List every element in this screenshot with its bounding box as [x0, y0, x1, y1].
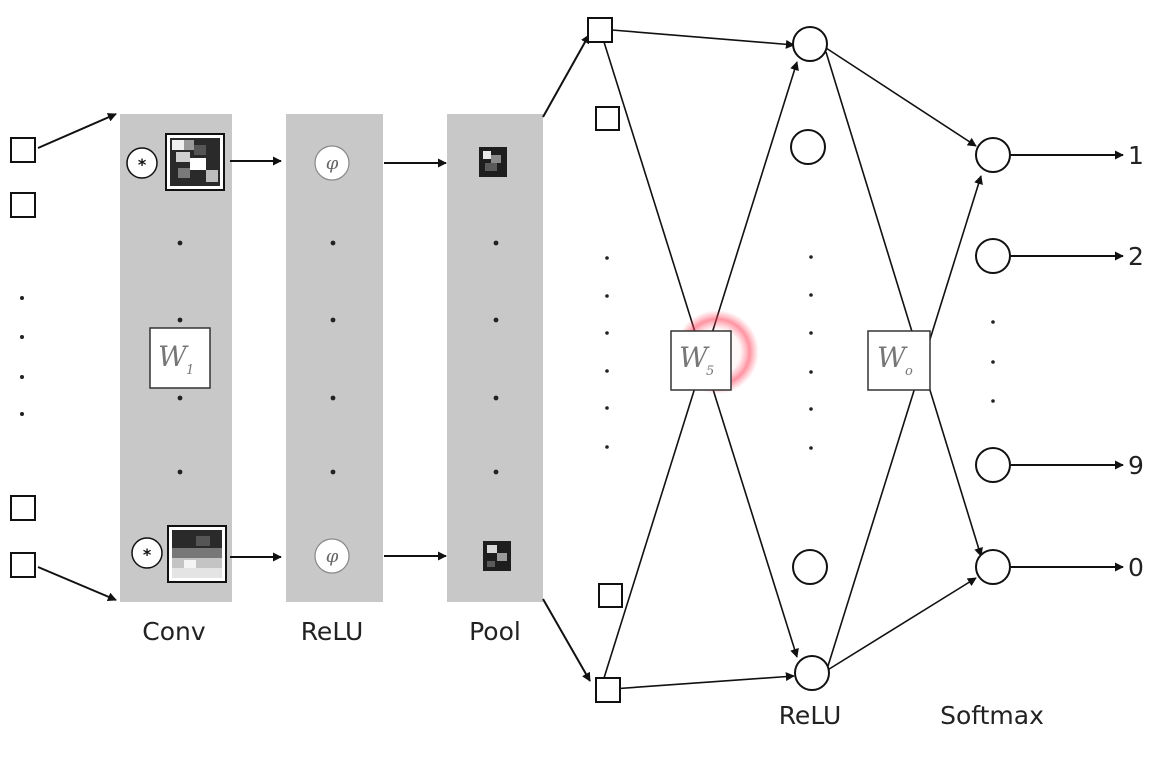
svg-text:W: W [679, 341, 710, 374]
pool-to-flatten-arrows [542, 34, 591, 682]
input-node [10, 495, 36, 521]
hidden-node [794, 655, 830, 691]
flatten-node [598, 583, 623, 608]
output-label-0: 0 [1128, 553, 1144, 582]
input-ellipsis [20, 296, 24, 416]
output-ellipsis [991, 320, 995, 403]
softmax-label: Softmax [940, 701, 1044, 730]
relu-to-pool-arrows [384, 158, 447, 561]
output-node [975, 137, 1011, 173]
relu-activation-bottom: φ [314, 538, 350, 574]
pool-ellipsis [493, 240, 499, 475]
conv-to-relu-arrows [230, 156, 282, 562]
pool-stage-panel [447, 114, 543, 602]
relu-activation-top: φ [314, 145, 350, 181]
dense-connections-wo [825, 47, 983, 672]
output-node [975, 549, 1011, 585]
svg-text:5: 5 [706, 364, 714, 379]
conv-label: Conv [142, 617, 206, 646]
pool-label: Pool [469, 617, 521, 646]
input-node [10, 552, 36, 578]
hidden-node [792, 26, 828, 62]
flatten-layer [587, 17, 623, 703]
flatten-node [595, 106, 620, 131]
conv-filter-image-top [165, 133, 225, 191]
flatten-node [595, 677, 621, 703]
svg-text:1: 1 [186, 363, 194, 378]
output-layer [975, 137, 1011, 585]
conv-ellipsis [177, 240, 183, 475]
hidden-layer [790, 26, 830, 691]
flatten-node [587, 17, 613, 43]
relu-conv-label: ReLU [301, 617, 364, 646]
svg-text:*: * [138, 155, 147, 174]
conv-operator-top: * [126, 147, 158, 179]
hidden-ellipsis [809, 255, 813, 450]
output-node [975, 447, 1011, 483]
input-node [10, 192, 36, 218]
input-layer [10, 137, 36, 578]
output-class-labels: 1 2 9 0 [1128, 141, 1144, 582]
svg-text:φ: φ [326, 546, 339, 567]
pool-map-bottom [483, 541, 511, 571]
svg-text:W: W [877, 341, 908, 374]
input-node [10, 137, 36, 163]
relu-stage-panel [286, 114, 383, 602]
output-label-2: 2 [1128, 242, 1144, 271]
input-arrows [37, 113, 117, 601]
output-label-9: 9 [1128, 451, 1144, 480]
conv-operator-bottom: * [131, 537, 163, 569]
output-arrows [1011, 150, 1124, 572]
svg-text:φ: φ [326, 153, 339, 174]
relu-hidden-label: ReLU [779, 701, 842, 730]
hidden-node [792, 549, 828, 585]
conv-weight-box-w1: W 1 [149, 327, 211, 389]
output-weight-box-wo: W o [867, 330, 931, 391]
hidden-weight-box-w5: W 5 [670, 330, 732, 391]
output-node [975, 238, 1011, 274]
conv-filter-image-bottom [167, 525, 227, 583]
relu-ellipsis [330, 240, 336, 475]
output-label-1: 1 [1128, 141, 1144, 170]
svg-text:o: o [905, 364, 913, 379]
svg-text:W: W [158, 340, 189, 373]
pool-map-top [479, 147, 507, 177]
svg-text:*: * [143, 545, 152, 564]
flatten-ellipsis [605, 256, 609, 449]
hidden-node [790, 129, 826, 165]
